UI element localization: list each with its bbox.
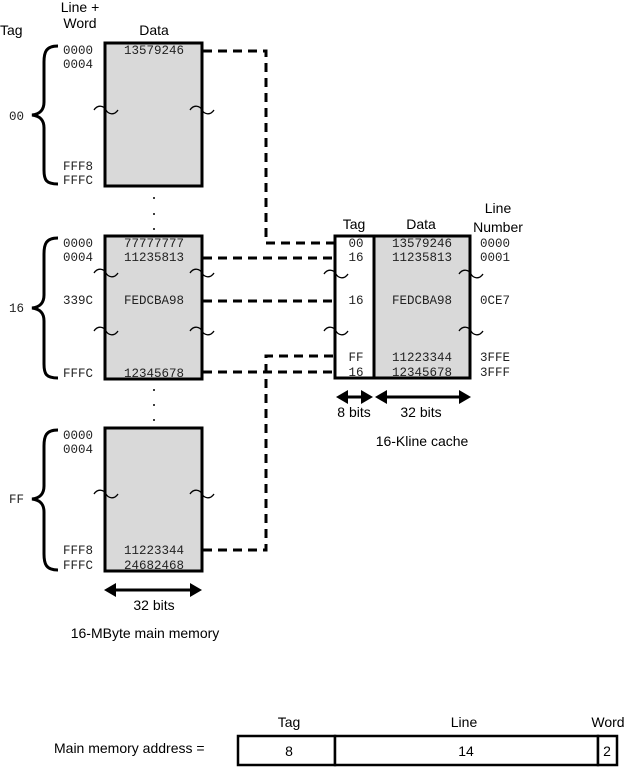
- cache-data-width-label: 32 bits: [400, 404, 441, 420]
- memory-block-rect: [103, 234, 204, 381]
- cache-row-tag: 16: [348, 251, 363, 265]
- row-addr: FFF8: [63, 160, 93, 174]
- field-name-tag: Tag: [278, 714, 301, 730]
- row-addr: 0000: [63, 44, 93, 58]
- cache-data-width-arrow: [375, 390, 471, 404]
- brace-icon: [31, 236, 59, 380]
- mm-caption: 16-MByte main memory: [71, 625, 220, 641]
- field-bits-line: 14: [458, 743, 474, 759]
- cache-row-line: 0001: [480, 251, 510, 265]
- mm-header-line-word-2: Word: [63, 15, 96, 31]
- cache-row-tag: 16: [348, 294, 363, 308]
- memory-block-rect: [103, 426, 204, 573]
- mm-width-arrow: [104, 583, 202, 597]
- memory-block-rect: [103, 41, 204, 188]
- row-addr: 0000: [63, 237, 93, 251]
- cache-row: FF 11223344 3FFE: [348, 351, 510, 365]
- connector-00-0000: [203, 49, 335, 245]
- row-data: 13579246: [124, 44, 184, 58]
- block-tag: 00: [9, 110, 24, 124]
- memory-block-00: 00 0000 0004 FFF8 FFFC 13579246: [9, 41, 215, 188]
- row-addr: FFFC: [63, 559, 93, 573]
- brace-icon: [31, 428, 59, 572]
- cache-row-line: 0000: [480, 237, 510, 251]
- cache-row: 16 12345678 3FFF: [348, 366, 510, 380]
- cache-row-line: 3FFF: [480, 366, 510, 380]
- address-format-label: Main memory address =: [54, 740, 205, 756]
- cache-header-line-2: Number: [473, 219, 523, 235]
- cache-row-tag: 16: [348, 366, 363, 380]
- cache-header-line-1: Line: [485, 200, 512, 216]
- mapping-connectors: [203, 49, 335, 552]
- row-addr: 0004: [63, 251, 93, 265]
- cache-header-tag: Tag: [343, 216, 366, 232]
- cache-block: 00 13579246 0000 16 11235813 0001 16 FED…: [323, 234, 510, 380]
- cache-row-line: 3FFE: [480, 351, 510, 365]
- row-data: FEDCBA98: [124, 294, 184, 308]
- row-addr: 0004: [63, 58, 93, 72]
- cache-row-data: 11235813: [392, 251, 452, 265]
- row-data: 11235813: [124, 251, 184, 265]
- row-addr: FFFC: [63, 174, 93, 188]
- row-data: 24682468: [124, 559, 184, 573]
- memory-block-16: 16 0000 0004 339C FFFC 77777777 11235813…: [9, 234, 215, 381]
- brace-icon: [31, 44, 59, 186]
- row-data: 12345678: [124, 367, 184, 381]
- row-data: 77777777: [124, 237, 184, 251]
- cache-tag-width-label: 8 bits: [337, 404, 370, 420]
- block-tag: FF: [9, 493, 24, 507]
- cache-caption: 16-Kline cache: [376, 433, 469, 449]
- cache-header-data: Data: [406, 216, 436, 232]
- cache-tag-width-arrow: [336, 390, 373, 404]
- block-tag: 16: [9, 302, 24, 316]
- cache-row-tag: FF: [348, 351, 363, 365]
- cache-row: 00 13579246 0000: [348, 237, 510, 251]
- row-addr: 339C: [63, 294, 93, 308]
- row-data: 11223344: [124, 544, 184, 558]
- cache-row-data: FEDCBA98: [392, 294, 452, 308]
- address-format: Main memory address = Tag Line Word 8 14…: [54, 714, 625, 767]
- cache-row-tag: 00: [348, 237, 363, 251]
- mm-width-label: 32 bits: [133, 597, 174, 613]
- cache-row-data: 12345678: [392, 366, 452, 380]
- mm-header-line-word-1: Line +: [61, 0, 100, 15]
- field-box-word: [596, 734, 619, 767]
- mm-header-tag: Tag: [0, 22, 23, 38]
- field-bits-tag: 8: [285, 743, 293, 759]
- ellipsis-dots: [153, 197, 155, 421]
- row-addr: 0004: [63, 443, 93, 457]
- cache-row: 16 FEDCBA98 0CE7: [348, 294, 510, 308]
- mm-header-data: Data: [139, 22, 169, 38]
- cache-data-column: [372, 234, 472, 380]
- row-addr: 0000: [63, 429, 93, 443]
- field-box-line: [333, 734, 600, 767]
- memory-block-ff: FF 0000 0004 FFF8 FFFC 11223344 24682468: [9, 426, 215, 573]
- connector-ff-fff8: [203, 354, 335, 552]
- field-name-line: Line: [451, 714, 478, 730]
- row-addr: FFF8: [63, 544, 93, 558]
- cache-row-line: 0CE7: [480, 294, 510, 308]
- field-name-word: Word: [591, 714, 624, 730]
- cache-row-data: 13579246: [392, 237, 452, 251]
- field-bits-word: 2: [603, 743, 611, 759]
- row-addr: FFFC: [63, 367, 93, 381]
- field-box-tag: [236, 734, 337, 767]
- cache-row-data: 11223344: [392, 351, 452, 365]
- cache-row: 16 11235813 0001: [348, 251, 510, 265]
